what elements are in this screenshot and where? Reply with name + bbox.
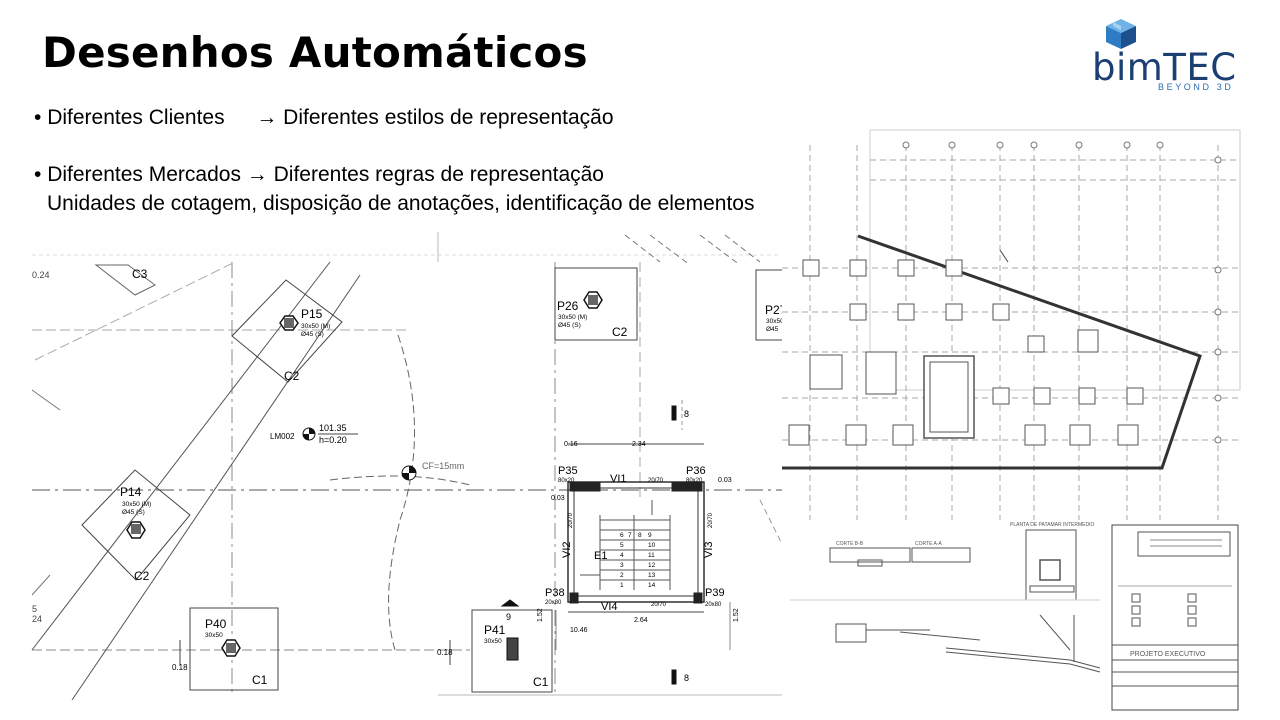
label-section-8-b: 8 <box>684 673 689 683</box>
label-lm002: LM002 <box>270 432 295 441</box>
frag-label-5: 5 <box>32 604 37 614</box>
label-003-b: 0.03 <box>551 495 565 502</box>
step-3: 3 <box>620 562 624 569</box>
label-c3: C3 <box>132 267 148 281</box>
label-c2-a: C2 <box>284 369 300 383</box>
bullet-right-text: Diferentes regras de representação <box>273 163 604 186</box>
label-lm-value: 101.35 <box>319 423 347 433</box>
step-11: 11 <box>648 552 655 559</box>
label-vi1-dim: 20/70 <box>648 478 664 484</box>
label-p39-dim: 20x80 <box>705 602 722 608</box>
bullet-sub-line: Unidades de cotagem, disposição de anota… <box>47 192 755 215</box>
logo-wordmark: bimTEC <box>1092 46 1237 89</box>
label-p40-dim: 30x50 <box>205 632 223 639</box>
label-c2-c: C2 <box>612 325 628 339</box>
label-p14: P14 <box>120 485 142 499</box>
label-p15: P15 <box>301 307 323 321</box>
label-p26-dim: 30x50 (M) <box>558 314 587 321</box>
label-p38: P38 <box>545 587 565 599</box>
label-vi4: VI4 <box>601 601 618 613</box>
label-p15-d: Ø45 (S) <box>301 331 324 338</box>
step-12: 12 <box>648 562 656 569</box>
label-e1: E1 <box>594 550 607 562</box>
label-vi2: VI2 <box>561 541 573 558</box>
step-4: 4 <box>620 552 624 559</box>
step-8: 8 <box>638 532 642 539</box>
label-018-a: 0.18 <box>172 663 188 672</box>
label-p38-dim: 20x80 <box>545 600 562 606</box>
label-c1-a: C1 <box>252 673 268 687</box>
step-1: 1 <box>620 582 624 589</box>
label-016: 0.16 <box>564 441 578 448</box>
arrow-icon: → <box>256 106 278 129</box>
label-264: 2.64 <box>634 617 648 624</box>
label-p26: P26 <box>557 299 579 313</box>
label-planta: PLANTA DE PATAMAR INTERMEDIO <box>1010 522 1094 528</box>
bullet-left-text: Diferentes Mercados <box>47 163 241 186</box>
step-10: 10 <box>648 542 656 549</box>
label-p35-dim: 80x20 <box>558 478 575 484</box>
label-section-9: 9 <box>506 612 511 622</box>
bullet-marker: • <box>34 163 42 186</box>
detail-drawing-sheet <box>782 520 1240 711</box>
label-018-b: 0.18 <box>437 648 453 657</box>
logo-tagline: BEYOND 3D <box>1158 82 1234 92</box>
label-projeto-executivo: PROJETO EXECUTIVO <box>1130 651 1206 658</box>
step-5: 5 <box>620 542 624 549</box>
label-vi3: VI3 <box>703 541 715 558</box>
label-vi1: VI1 <box>610 473 627 485</box>
bullet-marker: • <box>34 106 42 129</box>
label-046: 10.46 <box>570 627 588 634</box>
label-152-b: 1.52 <box>733 608 740 622</box>
label-p14-d: Ø45 (S) <box>122 509 145 516</box>
label-p27: P27 <box>765 303 787 317</box>
label-vi2-dim: 20/70 <box>568 512 574 528</box>
label-p41: P41 <box>484 623 506 637</box>
bimtec-logo: bimTEC BEYOND 3D <box>1088 18 1248 96</box>
label-p36-dim: 80x20 <box>686 478 703 484</box>
plan-drawing-left <box>31 254 807 701</box>
label-p41-dim: 30x50 <box>484 638 502 645</box>
bullet-item-mercados: • Diferentes Mercados → Diferentes regra… <box>34 161 604 189</box>
label-152-a: 1.52 <box>537 608 544 622</box>
step-14: 14 <box>648 582 656 589</box>
step-2: 2 <box>620 572 624 579</box>
slide-title: Desenhos Automáticos <box>42 28 588 77</box>
label-234: 2.34 <box>632 441 646 448</box>
label-section-8-a: 8 <box>684 409 689 419</box>
label-p15-dim: 30x50 (M) <box>301 323 330 330</box>
label-p27-dim: 30x50 <box>766 318 784 325</box>
label-p35: P35 <box>558 465 578 477</box>
label-p39: P39 <box>705 587 725 599</box>
label-cf: CF=15mm <box>422 461 464 471</box>
step-9: 9 <box>648 532 652 539</box>
frag-label: 0.24 <box>32 270 50 280</box>
plan-drawing-middle <box>437 232 791 696</box>
step-13: 13 <box>648 572 656 579</box>
cube-logo-icon <box>1106 19 1136 49</box>
label-corte-aa: CORTE A-A <box>915 541 943 547</box>
label-p14-dim: 30x50 (M) <box>122 501 151 508</box>
label-p27-d: Ø45 <box>766 326 779 333</box>
label-003: 0.03 <box>718 477 732 484</box>
label-c2-b: C2 <box>134 569 150 583</box>
plan-drawing-right <box>782 129 1242 520</box>
label-lm-h: h=0.20 <box>319 435 347 445</box>
step-7: 7 <box>628 532 632 539</box>
label-vi4-dim: 20/70 <box>651 602 667 608</box>
label-corte-bb: CORTE B-B <box>836 541 864 547</box>
label-p40: P40 <box>205 617 227 631</box>
label-p36: P36 <box>686 465 706 477</box>
bullet-item-clientes: • Diferentes Clientes → Diferentes estil… <box>34 104 614 132</box>
label-c1-b: C1 <box>533 675 549 689</box>
arrow-icon: → <box>246 163 268 186</box>
label-vi3-dim: 20/70 <box>708 512 714 528</box>
label-p26-d: Ø45 (S) <box>558 322 581 329</box>
bullet-left-text: Diferentes Clientes <box>47 106 225 129</box>
step-6: 6 <box>620 532 624 539</box>
bullet-right-text: Diferentes estilos de representação <box>283 106 614 129</box>
frag-label-24: 24 <box>32 614 42 624</box>
